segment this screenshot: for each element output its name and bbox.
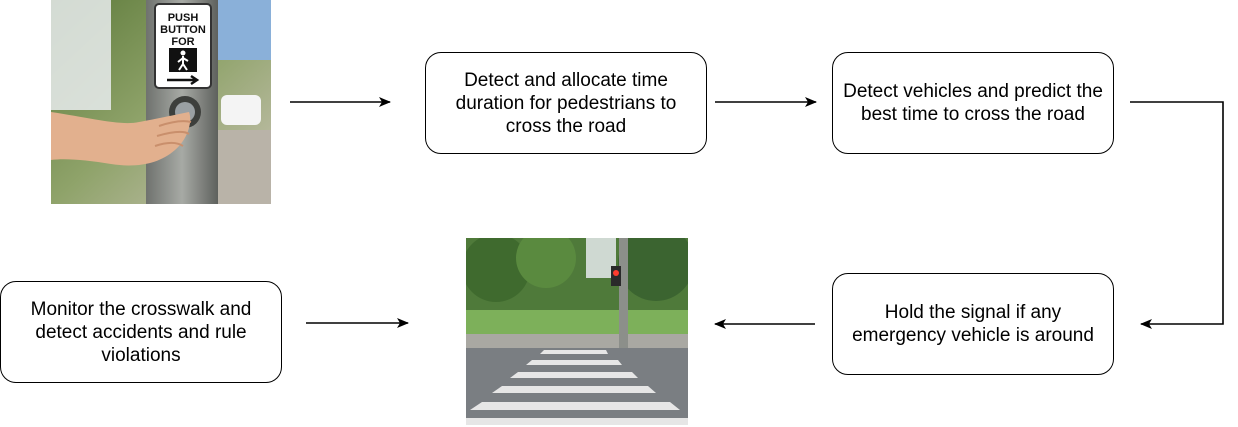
detect-pedestrians-node: Detect and allocate time duration for pe… <box>425 52 707 154</box>
hold-signal-label: Hold the signal if any emergency vehicle… <box>852 302 1094 346</box>
detect-vehicles-node: Detect vehicles and predict the best tim… <box>832 52 1114 154</box>
sign-line-push: PUSH <box>168 12 199 24</box>
arrow-vehicles-to-hold-signal <box>1130 101 1224 329</box>
detect-pedestrians-label: Detect and allocate time duration for pe… <box>455 69 677 137</box>
monitor-crosswalk-label: Monitor the crosswalk and detect acciden… <box>30 298 252 366</box>
monitor-crosswalk-node: Monitor the crosswalk and detect acciden… <box>0 281 282 383</box>
crosswalk-photo <box>466 238 688 425</box>
sign-line-for: FOR <box>171 36 194 48</box>
detect-vehicles-label: Detect vehicles and predict the best tim… <box>843 81 1103 125</box>
push-button-photo: PUSH BUTTON FOR <box>51 0 271 204</box>
crosswalk-stripes <box>466 350 688 425</box>
hold-signal-node: Hold the signal if any emergency vehicle… <box>832 273 1114 375</box>
sign-line-button: BUTTON <box>160 24 206 36</box>
